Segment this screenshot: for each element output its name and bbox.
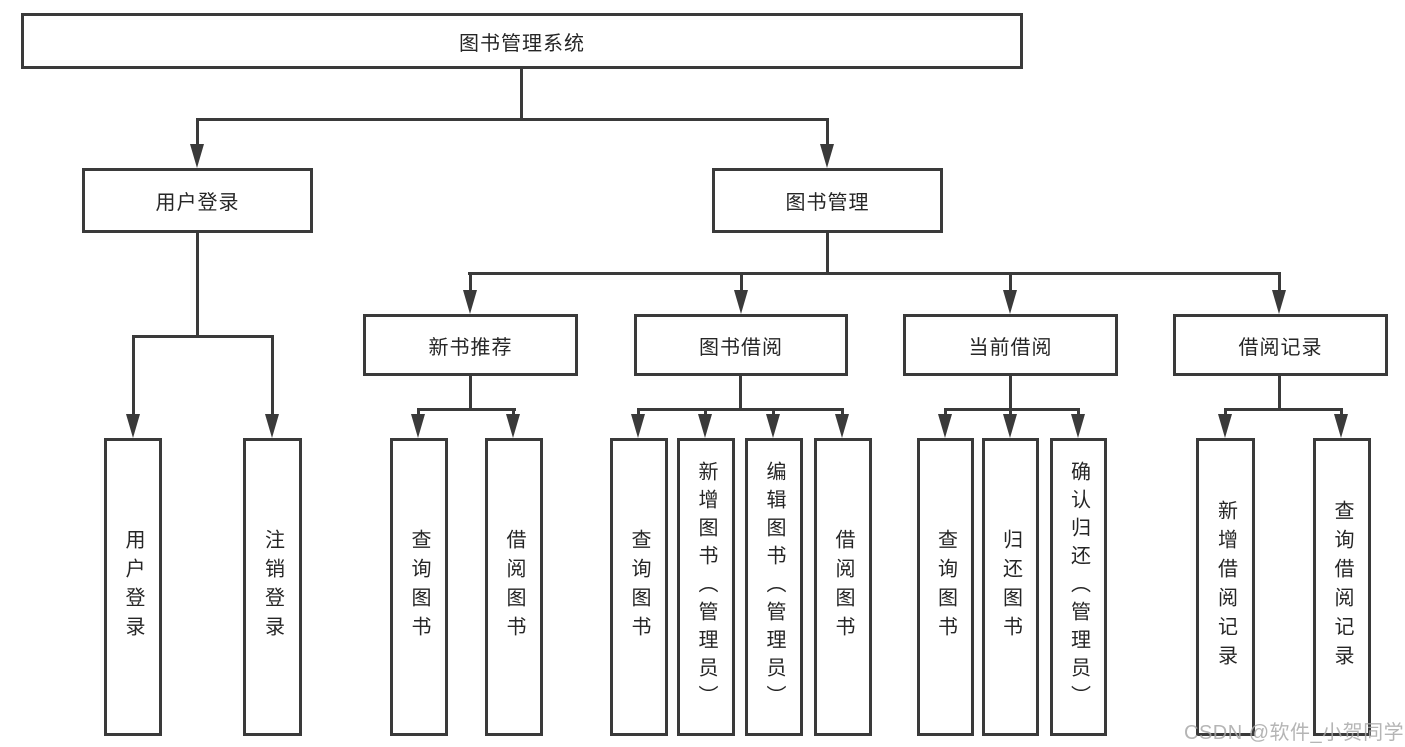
- node-book-borrow: 图书借阅: [634, 314, 848, 376]
- arrowhead: [1218, 414, 1232, 438]
- connector-line: [1278, 272, 1281, 292]
- connector-line: [1009, 408, 1012, 416]
- arrowhead: [835, 414, 849, 438]
- leaf-return-book-label: 归还图书: [999, 529, 1022, 645]
- connector-line: [704, 408, 707, 416]
- leaf-query-books-current: 查询图书: [917, 438, 974, 736]
- leaf-query-borrow-record: 查询借阅记录: [1313, 438, 1371, 736]
- arrowhead: [265, 414, 279, 438]
- connector-line: [826, 118, 829, 146]
- arrowhead: [734, 290, 748, 314]
- connector-line: [512, 408, 515, 416]
- leaf-borrow-books-newbook: 借阅图书: [485, 438, 543, 736]
- leaf-query-books-borrow: 查询图书: [610, 438, 668, 736]
- arrowhead: [1272, 290, 1286, 314]
- connector-line: [944, 408, 947, 416]
- leaf-query-books-borrow-label: 查询图书: [628, 529, 650, 645]
- leaf-logout: 注销登录: [243, 438, 302, 736]
- leaf-query-books-current-label: 查询图书: [934, 529, 957, 645]
- leaf-confirm-return-admin: 确认归还（管理员）: [1050, 438, 1107, 736]
- arrowhead: [820, 144, 834, 168]
- connector-line: [740, 272, 743, 292]
- leaf-user-login: 用户登录: [104, 438, 162, 736]
- arrowhead: [411, 414, 425, 438]
- connector-line: [1224, 408, 1227, 416]
- leaf-query-books-newbook: 查询图书: [390, 438, 448, 736]
- leaf-borrow-books-newbook-label: 借阅图书: [503, 529, 525, 645]
- connector-line: [417, 408, 420, 416]
- connector-line: [1340, 408, 1343, 416]
- arrowhead: [938, 414, 952, 438]
- leaf-edit-book-admin-label: 编辑图书（管理员）: [763, 461, 785, 713]
- arrowhead: [1003, 290, 1017, 314]
- node-user-login: 用户登录: [82, 168, 313, 233]
- connector-line: [739, 376, 742, 411]
- node-book-mgmt: 图书管理: [712, 168, 943, 233]
- node-borrow-records-label: 借阅记录: [1238, 336, 1323, 359]
- connector-line: [1077, 408, 1080, 416]
- arrowhead: [190, 144, 204, 168]
- leaf-add-book-admin: 新增图书（管理员）: [677, 438, 735, 736]
- arrowhead: [1071, 414, 1085, 438]
- connector-line: [417, 408, 516, 411]
- leaf-logout-label: 注销登录: [261, 529, 284, 645]
- connector-line: [637, 408, 640, 416]
- arrowhead: [1003, 414, 1017, 438]
- connector-line: [944, 408, 1080, 411]
- leaf-add-borrow-record: 新增借阅记录: [1196, 438, 1255, 736]
- leaf-confirm-return-admin-label: 确认归还（管理员）: [1067, 461, 1090, 713]
- connector-line: [469, 272, 472, 292]
- node-current-borrow-label: 当前借阅: [968, 336, 1053, 359]
- node-book-borrow-label: 图书借阅: [699, 336, 783, 359]
- connector-line: [271, 335, 274, 416]
- leaf-user-login-label: 用户登录: [122, 529, 144, 645]
- leaf-query-borrow-record-label: 查询借阅记录: [1331, 500, 1353, 674]
- connector-line: [772, 408, 775, 416]
- node-new-book-recommend: 新书推荐: [363, 314, 578, 376]
- connector-line: [468, 272, 1281, 275]
- leaf-edit-book-admin: 编辑图书（管理员）: [745, 438, 803, 736]
- connector-line: [469, 376, 472, 411]
- arrowhead: [698, 414, 712, 438]
- connector-line: [1009, 272, 1012, 292]
- node-user-login-label: 用户登录: [155, 192, 240, 214]
- node-root: 图书管理系统: [21, 13, 1023, 69]
- arrowhead: [126, 414, 140, 438]
- leaf-return-book: 归还图书: [982, 438, 1039, 736]
- node-book-mgmt-label: 图书管理: [785, 192, 870, 214]
- node-new-book-recommend-label: 新书推荐: [428, 336, 513, 359]
- connector-line: [1009, 376, 1012, 411]
- watermark: CSDN @软件_小贺同学: [1184, 722, 1405, 744]
- arrowhead: [506, 414, 520, 438]
- connector-line: [520, 69, 523, 121]
- leaf-add-book-admin-label: 新增图书（管理员）: [695, 461, 717, 713]
- leaf-query-books-newbook-label: 查询图书: [408, 529, 430, 645]
- leaf-borrow-books-borrow-label: 借阅图书: [832, 529, 854, 645]
- arrowhead: [1334, 414, 1348, 438]
- arrowhead: [463, 290, 477, 314]
- connector-line: [196, 233, 199, 338]
- node-root-label: 图书管理系统: [459, 32, 585, 55]
- arrowhead: [766, 414, 780, 438]
- connector-line: [1224, 408, 1343, 411]
- leaf-add-borrow-record-label: 新增借阅记录: [1214, 500, 1237, 674]
- connector-line: [637, 408, 844, 411]
- connector-line: [196, 118, 199, 146]
- arrowhead: [631, 414, 645, 438]
- connector-line: [196, 118, 829, 121]
- connector-line: [841, 408, 844, 416]
- connector-line: [132, 335, 135, 416]
- node-borrow-records: 借阅记录: [1173, 314, 1388, 376]
- connector-line: [826, 233, 829, 275]
- connector-line: [132, 335, 273, 338]
- connector-line: [1278, 376, 1281, 411]
- leaf-borrow-books-borrow: 借阅图书: [814, 438, 872, 736]
- node-current-borrow: 当前借阅: [903, 314, 1118, 376]
